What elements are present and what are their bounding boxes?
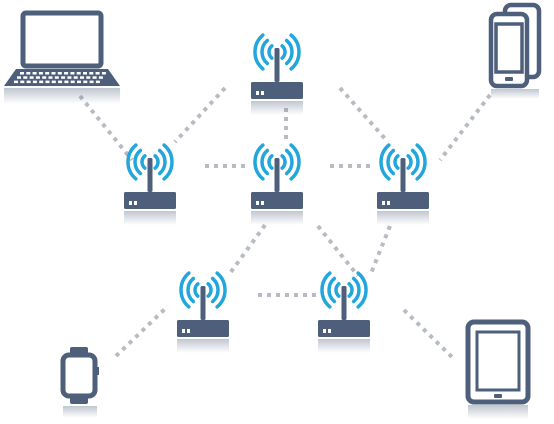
link-router-top-to-router-middle-left	[173, 86, 227, 144]
link-router-middle-center-to-router-lower-left	[226, 223, 267, 278]
wifi-signal-icon	[253, 143, 301, 181]
router-reflection	[251, 101, 303, 115]
wifi-signal-icon	[126, 143, 174, 181]
antenna-icon	[400, 158, 406, 192]
status-led	[261, 91, 264, 95]
status-led	[134, 201, 137, 205]
link-tablet-icon-to-router-lower-right	[402, 308, 457, 362]
router-body	[377, 192, 429, 209]
router-reflection	[318, 339, 370, 353]
router-top	[251, 33, 303, 115]
router-body	[251, 82, 303, 99]
status-led	[328, 329, 331, 333]
link-router-middle-right-to-router-lower-right	[368, 225, 392, 277]
router-reflection	[377, 211, 429, 225]
wifi-signal-icon	[253, 33, 301, 71]
link-smartphones-icon-to-router-middle-right	[438, 93, 492, 162]
router-reflection	[124, 211, 176, 225]
status-led	[256, 201, 259, 205]
antenna-icon	[274, 158, 280, 192]
router-reflection	[251, 211, 303, 225]
router-body	[124, 192, 176, 209]
wifi-signal-icon	[320, 271, 368, 309]
antenna-icon	[200, 286, 206, 320]
status-led	[261, 201, 264, 205]
wifi-signal-icon	[379, 143, 427, 181]
status-led	[182, 329, 185, 333]
antenna-icon	[274, 48, 280, 82]
status-led	[187, 329, 190, 333]
status-led	[382, 201, 385, 205]
wifi-signal-icon	[179, 271, 227, 309]
smartphones-icon	[488, 2, 542, 99]
link-laptop-icon-to-router-middle-left	[78, 94, 134, 162]
router-middle-right	[377, 143, 429, 225]
router-middle-center	[251, 143, 303, 225]
status-led	[323, 329, 326, 333]
router-body	[318, 320, 370, 337]
tablet-icon	[465, 319, 531, 419]
router-body	[177, 320, 229, 337]
antenna-icon	[341, 286, 347, 320]
router-lower-left	[177, 271, 229, 353]
link-router-top-to-router-middle-right	[338, 86, 390, 144]
status-led	[129, 201, 132, 205]
link-router-middle-center-to-router-lower-right	[316, 224, 360, 278]
router-reflection	[177, 339, 229, 353]
status-led	[387, 201, 390, 205]
laptop-icon	[4, 10, 120, 104]
antenna-icon	[147, 158, 153, 192]
connection-links	[78, 86, 492, 362]
link-smartwatch-icon-to-router-lower-left	[114, 304, 170, 358]
router-lower-right	[318, 271, 370, 353]
devices-layer	[4, 2, 542, 419]
router-body	[251, 192, 303, 209]
smartwatch-icon	[60, 347, 99, 418]
status-led	[256, 91, 259, 95]
router-middle-left	[124, 143, 176, 225]
